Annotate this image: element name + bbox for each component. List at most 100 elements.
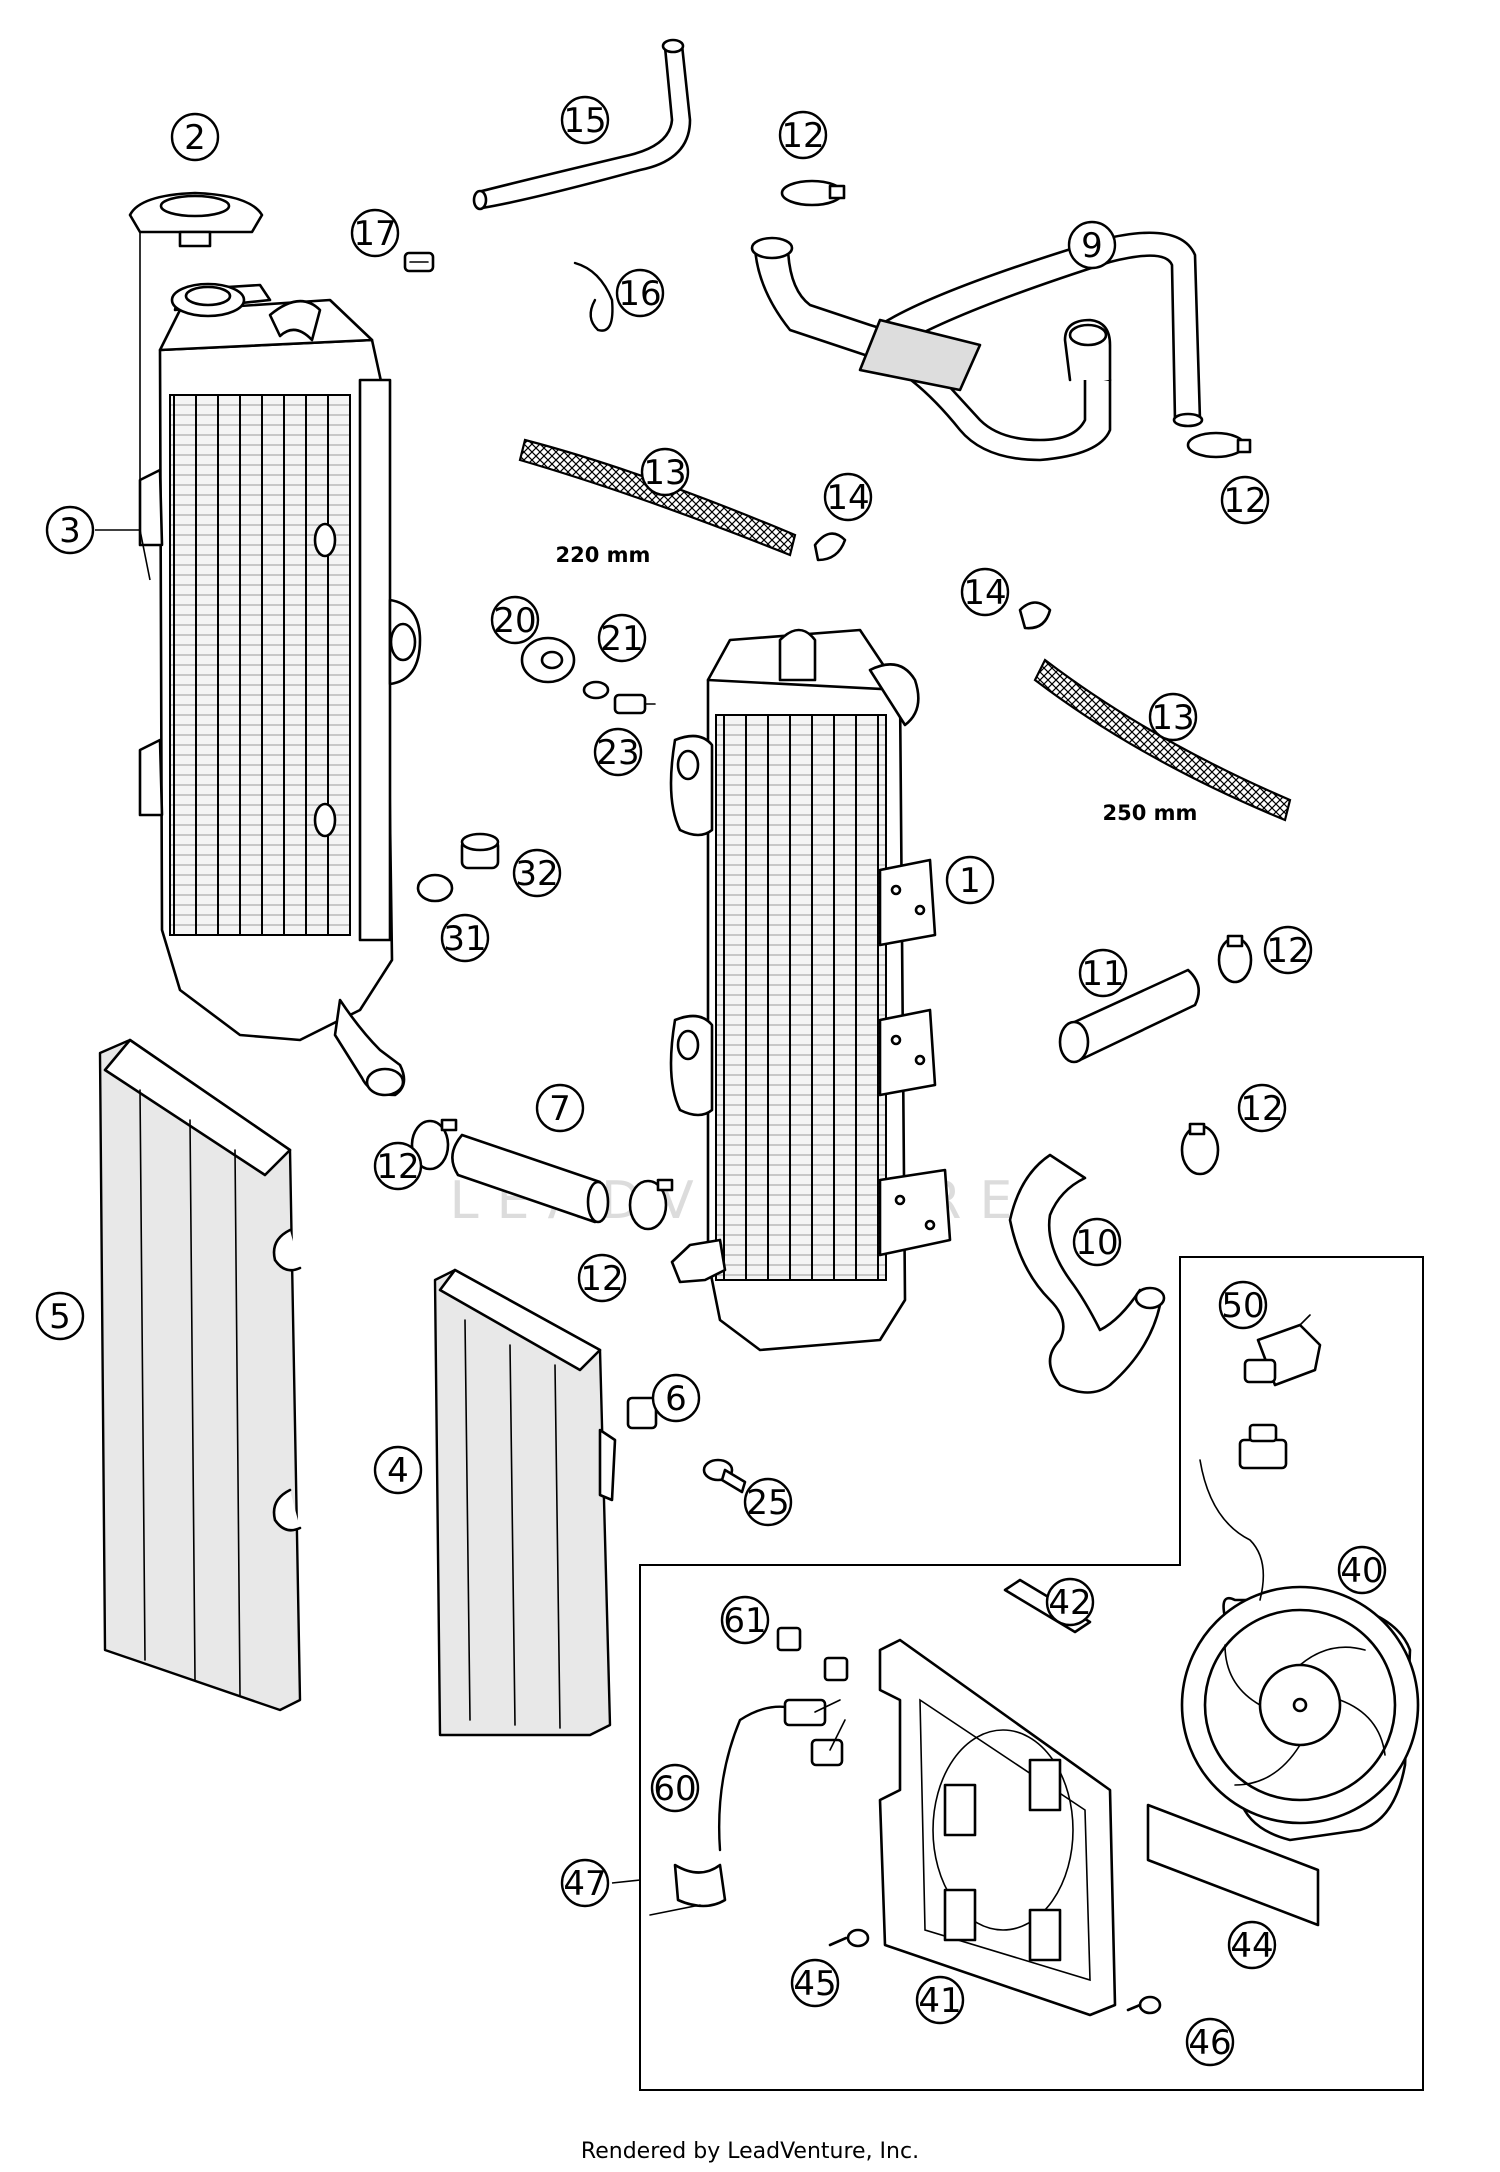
- callout-50: 50: [1218, 1280, 1268, 1330]
- right-radiator: [669, 628, 952, 1352]
- svg-text:16: 16: [618, 274, 661, 314]
- svg-text:21: 21: [600, 619, 643, 659]
- svg-text:42: 42: [1048, 1583, 1091, 1623]
- svg-text:25: 25: [746, 1483, 789, 1523]
- callout-12f: 12: [577, 1253, 627, 1303]
- footer-credit: Rendered by LeadVenture, Inc.: [581, 2139, 919, 2164]
- callout-7: 7: [535, 1083, 585, 1133]
- svg-text:47: 47: [563, 1864, 606, 1904]
- svg-text:11: 11: [1081, 954, 1124, 994]
- svg-text:7: 7: [549, 1089, 571, 1129]
- callout-46: 46: [1185, 2017, 1235, 2067]
- callout-3: 3: [45, 505, 95, 555]
- callout-16: 16: [615, 268, 665, 318]
- grommet-20: [520, 636, 576, 684]
- screw-45: [828, 1928, 870, 1948]
- callout-40: 40: [1337, 1545, 1387, 1595]
- callout-12e: 12: [373, 1141, 423, 1191]
- clamp-14b: [1018, 601, 1052, 630]
- screw-25: [702, 1458, 747, 1494]
- callout-45: 45: [790, 1958, 840, 2008]
- svg-text:14: 14: [963, 573, 1006, 613]
- callout-42: 42: [1045, 1577, 1095, 1627]
- callout-14a: 14: [823, 472, 873, 522]
- svg-text:61: 61: [723, 1601, 766, 1641]
- callout-13b: 13: [1148, 692, 1198, 742]
- callout-9: 9: [1067, 220, 1117, 270]
- fuse-61: [776, 1626, 802, 1652]
- plate-44: [1146, 1803, 1320, 1927]
- svg-text:12: 12: [1240, 1089, 1283, 1129]
- svg-text:12: 12: [580, 1259, 623, 1299]
- fan-frame-41: [878, 1638, 1117, 2017]
- svg-text:2: 2: [184, 118, 206, 158]
- svg-text:44: 44: [1230, 1926, 1273, 1966]
- bolt-23: [613, 693, 656, 715]
- svg-text:20: 20: [493, 601, 536, 641]
- callout-60: 60: [650, 1763, 700, 1813]
- clamp-14a: [813, 532, 847, 562]
- callout-5: 5: [35, 1291, 85, 1341]
- svg-text:6: 6: [665, 1379, 687, 1419]
- fan-kit-box: [639, 1256, 1424, 2091]
- svg-text:17: 17: [353, 214, 396, 254]
- svg-text:14: 14: [826, 478, 869, 518]
- svg-text:12: 12: [1223, 481, 1266, 521]
- hose-10: [1008, 1153, 1162, 1394]
- callout-21: 21: [597, 613, 647, 663]
- seal-ring-31: [416, 873, 454, 903]
- svg-text:5: 5: [49, 1297, 71, 1337]
- svg-text:12: 12: [1266, 931, 1309, 971]
- callout-12a: 12: [778, 110, 828, 160]
- callout-12b: 12: [1220, 475, 1270, 525]
- callout-12c: 12: [1263, 925, 1313, 975]
- callout-1: 1: [945, 855, 995, 905]
- hose-13-lower: [1033, 658, 1292, 822]
- svg-text:31: 31: [443, 919, 486, 959]
- callout-6: 6: [651, 1373, 701, 1423]
- svg-text:9: 9: [1081, 226, 1103, 266]
- svg-text:1: 1: [959, 861, 981, 901]
- callout-44: 44: [1227, 1920, 1277, 1970]
- callout-23: 23: [593, 727, 643, 777]
- clip-16: [573, 261, 614, 332]
- callout-13a: 13: [640, 447, 690, 497]
- callout-32: 32: [512, 848, 562, 898]
- nut-6: [626, 1396, 658, 1430]
- svg-text:41: 41: [918, 1981, 961, 2021]
- callout-15: 15: [560, 95, 610, 145]
- plug-32: [460, 832, 500, 870]
- callout-31: 31: [440, 913, 490, 963]
- screw-17: [403, 251, 435, 273]
- callout-20: 20: [490, 595, 540, 645]
- washer-21: [582, 680, 610, 700]
- svg-text:46: 46: [1188, 2023, 1231, 2063]
- temp-switch-50: [1243, 1314, 1322, 1387]
- callout-17: 17: [350, 208, 400, 258]
- dimension-250mm: 250 mm: [1103, 801, 1198, 825]
- svg-text:23: 23: [596, 733, 639, 773]
- svg-text:3: 3: [59, 511, 81, 551]
- callout-14b: 14: [960, 567, 1010, 617]
- callout-4: 4: [373, 1445, 423, 1495]
- dimension-220mm: 220 mm: [556, 543, 651, 567]
- svg-text:13: 13: [643, 453, 686, 493]
- screw-46: [1126, 1995, 1162, 2015]
- svg-text:50: 50: [1221, 1286, 1264, 1326]
- svg-text:4: 4: [387, 1451, 409, 1491]
- y-hose-9: [750, 231, 1204, 462]
- hose-13-upper: [518, 438, 797, 557]
- fan-40: [1180, 1423, 1420, 1842]
- svg-text:12: 12: [376, 1147, 419, 1187]
- svg-text:45: 45: [793, 1964, 836, 2004]
- callout-25: 25: [743, 1477, 793, 1527]
- right-shroud: [433, 1268, 617, 1737]
- radiator-cap: [128, 191, 264, 248]
- svg-text:60: 60: [653, 1769, 696, 1809]
- callout-61: 61: [720, 1595, 770, 1645]
- svg-text:32: 32: [515, 854, 558, 894]
- callout-10: 10: [1072, 1217, 1122, 1267]
- callout-41: 41: [915, 1975, 965, 2025]
- svg-text:12: 12: [781, 116, 824, 156]
